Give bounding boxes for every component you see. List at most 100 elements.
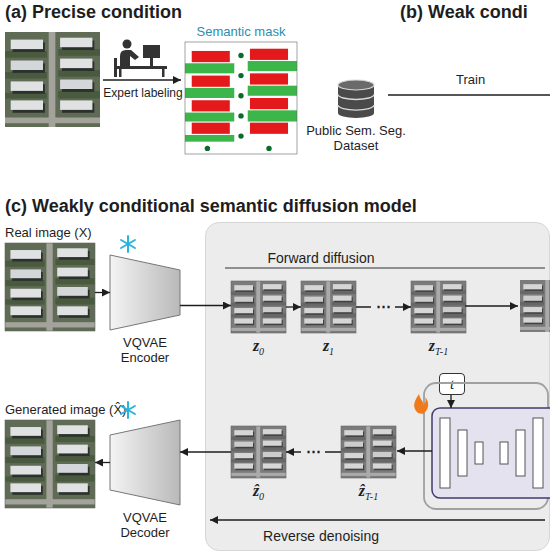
arrow-caption: Expert labeling [100,86,186,101]
diffusion-panel: Forward diffusionReverse denoisingz0z1zT… [205,222,550,551]
latent-tile-frame [411,281,466,333]
latent-tile-art [341,426,396,478]
unet-block [458,430,467,476]
flow-arrow [180,305,231,306]
math-subscript: T-1 [365,491,378,502]
node-label: z0 [231,338,286,359]
latent-tile: z1 [301,281,356,333]
encoder-block: VQVAE Encoder [110,255,180,330]
unet-block [500,442,508,464]
frozen-icon [121,240,135,248]
decoder-block-art [110,420,180,505]
math-subscript: 0 [259,346,264,357]
annotator-icon [114,58,117,77]
image-tile: Generated image (X̂) [5,420,95,508]
unet-block [440,418,450,488]
frozen-icon [121,240,135,248]
latent-tile: ẑT-1 [341,426,396,478]
math-subscript: 1 [329,346,334,357]
unet-block [432,408,550,498]
latent-tile-fill [231,281,286,333]
semantic-mask-fill [185,42,297,154]
section-heading: (a) Precise condition [5,2,182,23]
image-tile-fill [5,243,95,331]
node-label: Generated image (X̂) [5,402,155,417]
timestep-arrow [450,395,451,408]
math-subscript: 0 [259,491,264,502]
dataset-icon: Public Sem. Seg. Dataset [338,80,374,118]
node-label: zT-1 [411,338,466,359]
semantic-mask-art [185,42,297,154]
node-label: Real image (X) [5,225,155,240]
train-arrow [388,94,550,95]
math-symbol: z [253,337,259,354]
encoder-block-art [110,255,180,330]
flow-arrow [286,306,301,307]
latent-tile-fill [411,281,466,333]
latent-tile-frame [301,281,356,333]
cylinder-top [338,80,374,90]
semantic-mask: Semantic mask [185,42,297,154]
unet-block [432,408,550,498]
labeling-arrow [103,80,181,81]
annotator-icon [150,58,153,66]
flow-arrow [180,451,231,452]
latent-tile-fill [341,426,396,478]
annotator-icon [119,69,122,77]
forward-rule [225,268,545,269]
node-label: Semantic mask [185,24,297,39]
labeling-arrow [103,79,181,80]
node-label: ẑ0 [231,483,286,504]
cylinder-band [338,94,374,99]
annotator-icon [162,69,165,77]
timestep-box: t [439,373,465,395]
annotator-icon [123,40,132,49]
ellipsis-mark: ⋯ [301,442,325,460]
latent-tile-fill [231,426,286,478]
node-label: Reverse denoising [251,528,391,544]
node-label: Public Sem. Seg. Dataset [300,123,412,153]
node-label: VQVAE Encoder [100,335,190,365]
forward-rule [225,267,545,268]
latent-tile-frame [341,426,396,478]
math-subscript: T-1 [435,346,448,357]
arrow-caption: Train [456,72,485,88]
node-label: ẑT-1 [341,483,396,504]
latent-tile-cut [520,280,550,332]
image-tile: Real image (X) [5,243,95,331]
latent-tile-cut [520,280,550,332]
annotator-icon [117,66,167,69]
train-arrow [388,95,550,96]
unet-block [516,430,525,476]
latent-tile-art [411,281,466,333]
latent-tile-frame [231,426,286,478]
math-symbol: ẑ [359,482,365,499]
decoder-block: VQVAE Decoder [110,420,180,505]
flow-arrow [95,462,110,463]
cylinder-band [338,105,374,110]
section-heading: (c) Weakly conditional semantic diffusio… [5,196,417,217]
forward-arrow [465,305,518,306]
latent-tile: ẑ0 [231,426,286,478]
denoise-arrow [397,450,432,451]
node-label: z1 [301,338,356,359]
frozen-icon [121,236,135,252]
unet-block [533,418,543,488]
latent-tile: z0 [231,281,286,333]
unet-block [475,442,483,464]
dataset-icon-art [338,80,374,118]
semantic-mask-frame [185,42,297,154]
input-photo [5,32,100,127]
node-label: Forward diffusion [251,250,391,266]
section-heading: (b) Weak condi [400,2,528,23]
forward-arrow [465,306,518,307]
latent-tile-fill [301,281,356,333]
latent-tile-art [231,426,286,478]
latent-tile: zT-1 [411,281,466,333]
math-symbol: z [429,337,435,354]
image-tile-frame [5,243,95,331]
node-label: VQVAE Decoder [100,510,190,540]
denoise-arrow [397,451,432,452]
timestep-arrow [451,395,452,408]
